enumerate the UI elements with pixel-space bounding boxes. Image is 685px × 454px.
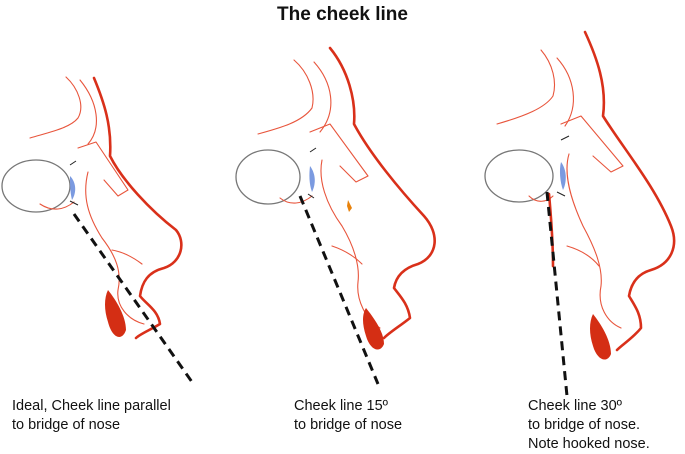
eye-highlight <box>309 166 315 192</box>
lower-lid-contour <box>279 195 313 204</box>
eye-tick-lower <box>556 191 566 197</box>
mole-mark <box>347 200 352 212</box>
eye-outline <box>1 159 71 213</box>
nose-bridge-contour <box>560 115 624 173</box>
caption-line: to bridge of nose <box>294 417 403 433</box>
face-profile-line <box>92 76 183 340</box>
caption-15-degrees: Cheek line 15º to bridge of nose <box>294 397 402 435</box>
caption-line: to bridge of nose <box>12 417 121 433</box>
eye-outline <box>235 149 301 205</box>
cheek-contour <box>320 159 381 329</box>
caption-line: to bridge of nose. <box>528 417 641 433</box>
temple-contour <box>496 49 556 125</box>
caption-line: Ideal, Cheek line parallel <box>12 398 171 414</box>
cheek-line <box>545 191 569 397</box>
panel-15-degrees <box>228 20 456 385</box>
lip-shape <box>590 314 611 360</box>
lower-lid-contour <box>39 201 75 210</box>
face-profile-line <box>583 30 676 352</box>
brow-contour <box>79 79 97 145</box>
brow-contour <box>313 61 332 133</box>
lip-shape <box>105 290 126 337</box>
cheek-contour <box>566 153 622 329</box>
face-profile-ideal <box>1 76 194 383</box>
eye-tick-lower <box>69 200 79 206</box>
face-profile-30-degrees <box>484 30 676 397</box>
lower-lid-contour <box>528 195 554 202</box>
lip-shape <box>363 308 384 350</box>
caption-line: Cheek line 15º <box>294 398 388 414</box>
caption-line: Note hooked nose. <box>528 436 650 452</box>
eye-outline <box>484 149 554 203</box>
cheek-line <box>72 213 194 383</box>
figure-title: The cheek line <box>277 4 408 25</box>
temple-contour <box>257 59 314 135</box>
eye-tick-upper <box>560 135 570 141</box>
cheek-contour <box>85 171 145 325</box>
face-profile-line <box>328 46 436 340</box>
panel-30-degrees <box>457 20 685 397</box>
eye-tick-lower <box>307 193 315 199</box>
nose-bridge-contour <box>309 123 369 183</box>
eye-tick-upper <box>69 160 77 166</box>
caption-line: Cheek line 30º <box>528 398 622 414</box>
mouth-corner-contour <box>566 245 600 267</box>
cheek-line <box>298 195 380 385</box>
eye-highlight <box>70 176 76 200</box>
mouth-corner-contour <box>331 245 363 265</box>
face-profile-15-degrees <box>235 46 436 385</box>
mouth-corner-contour <box>111 249 143 265</box>
panel-ideal <box>0 20 228 385</box>
eye-highlight <box>559 162 566 190</box>
eye-tick-upper <box>309 147 317 153</box>
brow-contour <box>556 57 574 127</box>
caption-30-degrees: Cheek line 30º to bridge of nose. Note h… <box>528 397 650 454</box>
nose-bridge-contour <box>77 141 129 197</box>
caption-ideal: Ideal, Cheek line parallel to bridge of … <box>12 397 171 435</box>
temple-contour <box>29 76 82 139</box>
